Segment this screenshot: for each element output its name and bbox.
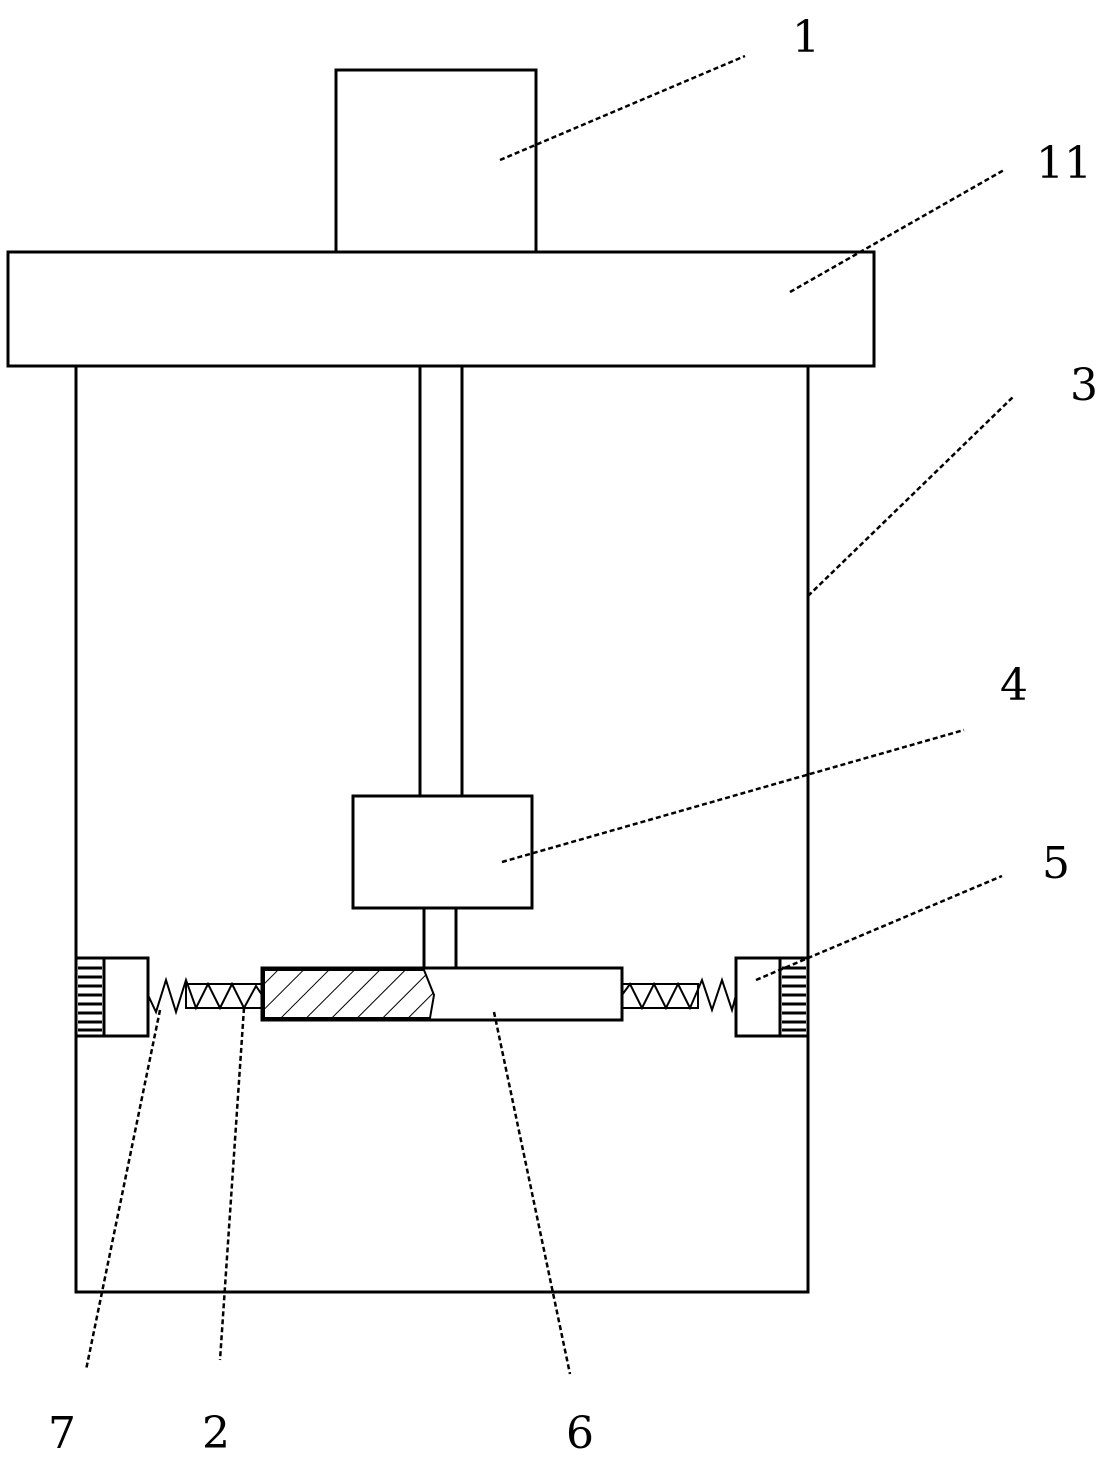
right-spring	[621, 976, 737, 1014]
label-6: 6	[566, 1408, 594, 1459]
shaft-lower	[422, 906, 458, 970]
left-spring	[147, 976, 263, 1016]
left-guide-rod	[185, 983, 263, 1009]
label-1: 1	[792, 12, 820, 63]
leader-5	[755, 874, 1003, 982]
right-grip-pad	[778, 956, 810, 1038]
leader-7	[84, 1009, 162, 1371]
left-clamp-block	[102, 956, 150, 1038]
label-11: 11	[1036, 138, 1092, 189]
leader-3	[807, 395, 1015, 597]
leader-11	[789, 168, 1005, 294]
leader-1	[499, 54, 746, 162]
leader-4	[501, 728, 965, 864]
shaft-upper	[418, 364, 464, 798]
label-3: 3	[1070, 360, 1098, 411]
slider-hatched-section	[263, 969, 436, 1019]
left-grip-pad	[74, 956, 106, 1038]
label-4: 4	[1000, 660, 1028, 711]
right-grip-teeth	[782, 966, 806, 1032]
label-5: 5	[1042, 838, 1070, 889]
leader-6	[492, 1011, 572, 1375]
right-guide-rod	[621, 983, 699, 1009]
drive-block	[351, 794, 534, 910]
leader-2	[218, 1007, 246, 1361]
label-2: 2	[202, 1408, 230, 1459]
top-cover	[6, 250, 876, 368]
left-grip-teeth	[78, 966, 102, 1032]
label-7: 7	[48, 1408, 76, 1459]
right-clamp-block	[734, 956, 782, 1038]
motor	[334, 68, 538, 254]
